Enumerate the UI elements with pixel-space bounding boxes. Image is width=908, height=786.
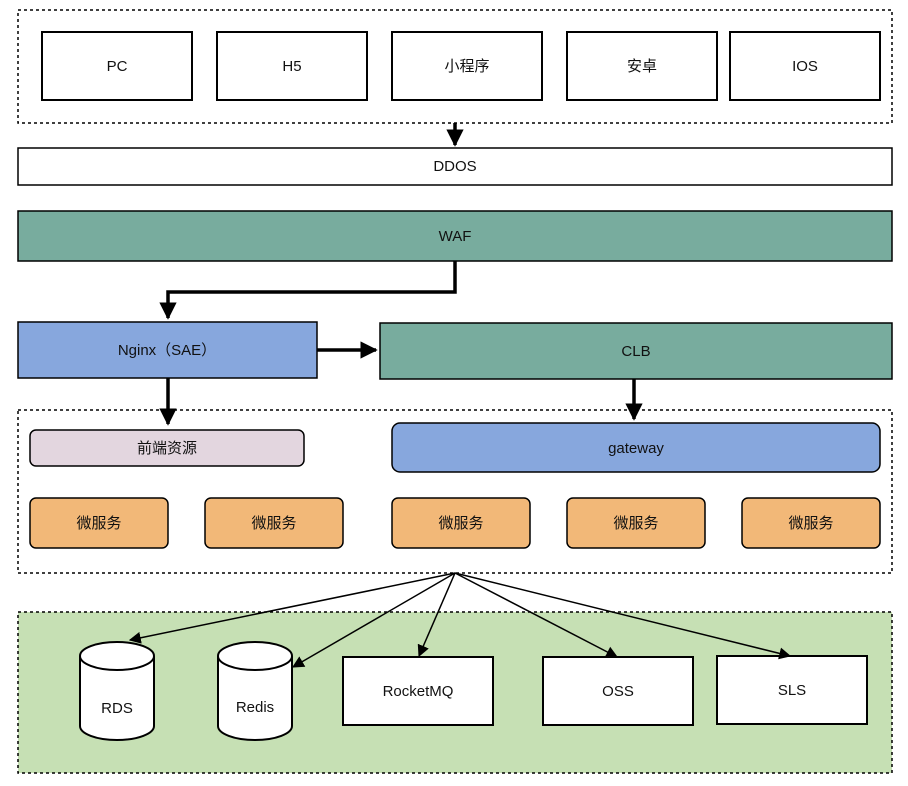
edge-app-rocketmq bbox=[417, 572, 456, 658]
client-label-h5: H5 bbox=[282, 58, 301, 75]
waf-label: WAF bbox=[439, 228, 472, 245]
client-box-android: 安卓 bbox=[566, 31, 718, 101]
microservice-box-1: 微服务 bbox=[29, 497, 169, 549]
microservice-label: 微服务 bbox=[251, 515, 296, 532]
microservice-label: 微服务 bbox=[613, 515, 658, 532]
nginx-box: Nginx（SAE） bbox=[17, 321, 318, 379]
microservice-label: 微服务 bbox=[76, 515, 121, 532]
client-box-miniprogram: 小程序 bbox=[391, 31, 543, 101]
edges-app-to-storage bbox=[128, 572, 792, 668]
microservice-box-2: 微服务 bbox=[204, 497, 344, 549]
rds-label: RDS bbox=[101, 700, 133, 717]
gateway-box: gateway bbox=[391, 422, 881, 473]
client-box-h5: H5 bbox=[216, 31, 368, 101]
edge-app-sls bbox=[454, 572, 792, 660]
ddos-label: DDOS bbox=[433, 158, 476, 175]
microservice-label: 微服务 bbox=[438, 515, 483, 532]
nginx-label: Nginx（SAE） bbox=[118, 342, 216, 359]
microservice-box-5: 微服务 bbox=[741, 497, 881, 549]
sls-box: SLS bbox=[716, 655, 868, 725]
waf-box: WAF bbox=[17, 210, 893, 262]
client-label-android: 安卓 bbox=[627, 58, 657, 75]
ddos-box: DDOS bbox=[17, 147, 893, 186]
redis-database: Redis bbox=[217, 641, 293, 741]
oss-box: OSS bbox=[542, 656, 694, 726]
frontend-resource-box: 前端资源 bbox=[29, 429, 305, 467]
app-layer-group bbox=[17, 409, 893, 574]
edge-app-oss bbox=[454, 572, 619, 658]
clb-box: CLB bbox=[379, 322, 893, 380]
client-box-ios: IOS bbox=[729, 31, 881, 101]
gateway-label: gateway bbox=[608, 440, 664, 457]
oss-label: OSS bbox=[602, 683, 634, 700]
client-box-pc: PC bbox=[41, 31, 193, 101]
edge-app-redis bbox=[291, 572, 456, 668]
redis-label: Redis bbox=[236, 699, 274, 716]
microservice-box-4: 微服务 bbox=[566, 497, 706, 549]
edge-waf-nginx bbox=[159, 261, 457, 320]
client-label-pc: PC bbox=[107, 58, 128, 75]
microservice-label: 微服务 bbox=[788, 515, 833, 532]
client-label-miniprogram: 小程序 bbox=[444, 58, 489, 75]
client-label-ios: IOS bbox=[792, 58, 818, 75]
sls-label: SLS bbox=[778, 682, 806, 699]
edge-app-rds bbox=[128, 572, 456, 644]
clb-label: CLB bbox=[621, 343, 650, 360]
frontend-resource-label: 前端资源 bbox=[137, 440, 197, 457]
rds-database: RDS bbox=[79, 641, 155, 741]
rocketmq-box: RocketMQ bbox=[342, 656, 494, 726]
rocketmq-label: RocketMQ bbox=[383, 683, 454, 700]
microservice-box-3: 微服务 bbox=[391, 497, 531, 549]
